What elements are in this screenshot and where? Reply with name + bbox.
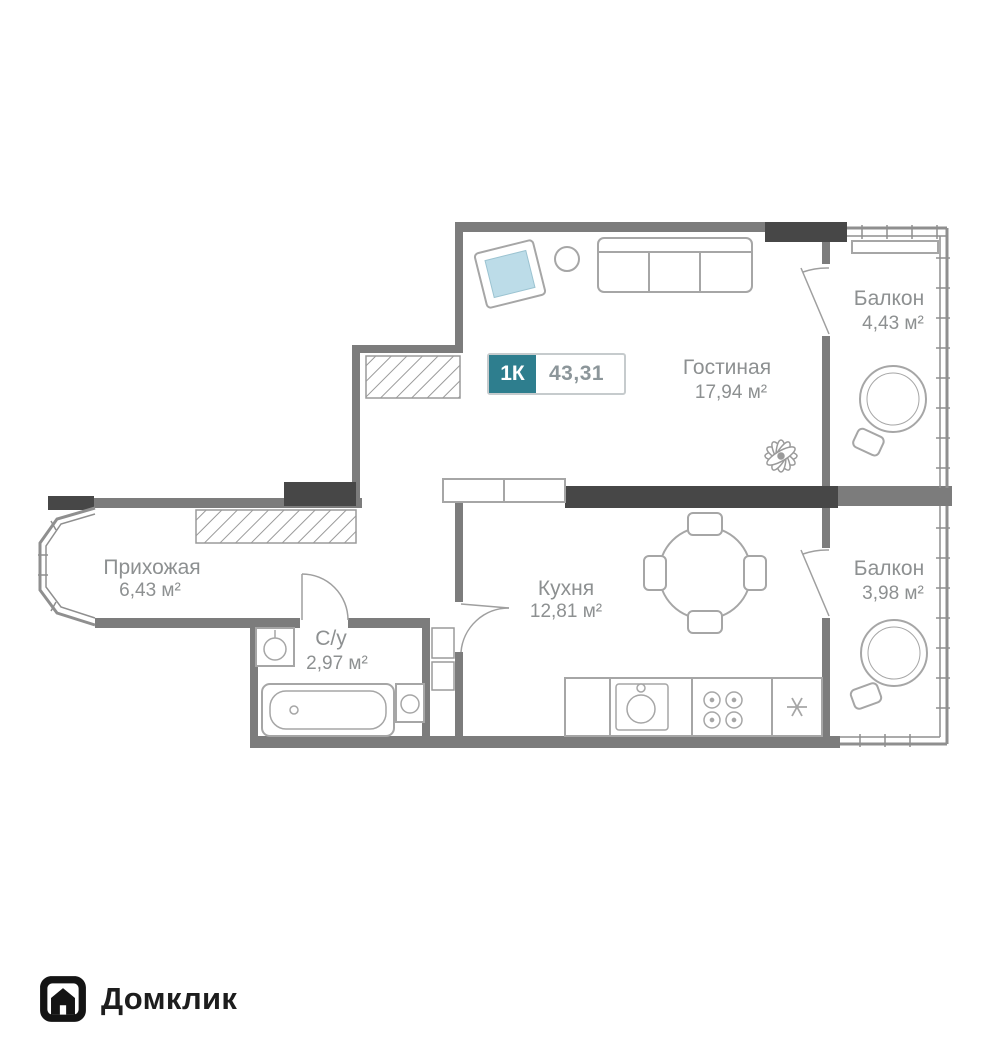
room-label-hallway: Прихожая 6,43 м² xyxy=(103,556,200,601)
svg-text:2,97 м²: 2,97 м² xyxy=(306,653,368,674)
wardrobe-hallway xyxy=(195,509,357,544)
svg-text:Кухня: Кухня xyxy=(538,577,594,600)
svg-text:3,98 м²: 3,98 м² xyxy=(862,583,924,604)
plant xyxy=(764,439,798,473)
svg-text:С/у: С/у xyxy=(315,627,347,650)
door-balcony-bottom xyxy=(800,549,830,617)
domclick-logo: Домклик xyxy=(38,974,237,1024)
house-icon xyxy=(40,976,86,1022)
dining-set xyxy=(643,512,767,634)
door-balcony-top xyxy=(800,267,830,335)
balcony-bottom-furniture xyxy=(849,619,928,710)
washing-machine xyxy=(395,683,425,723)
sideboard xyxy=(442,478,566,503)
area-badge: 1К 43,31 xyxy=(487,353,627,395)
door-kitchen xyxy=(460,603,510,653)
shaft-blocks xyxy=(48,222,847,510)
room-label-balcony-top: Балкон 4,43 м² xyxy=(854,287,924,334)
room-label-living: Гостиная 17,94 м² xyxy=(683,356,771,403)
stool xyxy=(554,246,580,272)
bathtub xyxy=(261,683,395,737)
balcony-windows xyxy=(840,225,950,747)
room-label-balcony-bottom: Балкон 3,98 м² xyxy=(854,557,924,604)
apartment-type-badge: 1К xyxy=(489,355,536,393)
refrigerator xyxy=(787,697,807,717)
sofa xyxy=(597,237,753,293)
stove xyxy=(703,691,743,729)
svg-text:Гостиная: Гостиная xyxy=(683,356,771,379)
armchair xyxy=(473,239,547,309)
logo-text: Домклик xyxy=(101,981,238,1016)
hallway-bay-window xyxy=(38,506,96,627)
svg-text:4,43 м²: 4,43 м² xyxy=(862,313,924,334)
kitchen-sink xyxy=(615,683,669,731)
balcony-top-furniture xyxy=(851,240,939,457)
walls xyxy=(92,222,952,748)
svg-text:Балкон: Балкон xyxy=(854,557,924,580)
svg-text:6,43 м²: 6,43 м² xyxy=(119,580,181,601)
svg-text:Прихожая: Прихожая xyxy=(103,556,200,579)
duct-niche xyxy=(431,627,455,691)
svg-text:12,81 м²: 12,81 м² xyxy=(530,601,602,622)
svg-text:Балкон: Балкон xyxy=(854,287,924,310)
door-bathroom xyxy=(301,573,349,621)
room-label-kitchen: Кухня 12,81 м² xyxy=(530,577,602,622)
room-label-bathroom: С/у 2,97 м² xyxy=(306,627,368,674)
total-area-value: 43,31 xyxy=(549,362,605,385)
wardrobe-corridor xyxy=(365,355,461,399)
washbasin xyxy=(255,627,295,667)
svg-text:17,94 м²: 17,94 м² xyxy=(695,382,767,403)
kitchen-counter xyxy=(564,677,823,737)
